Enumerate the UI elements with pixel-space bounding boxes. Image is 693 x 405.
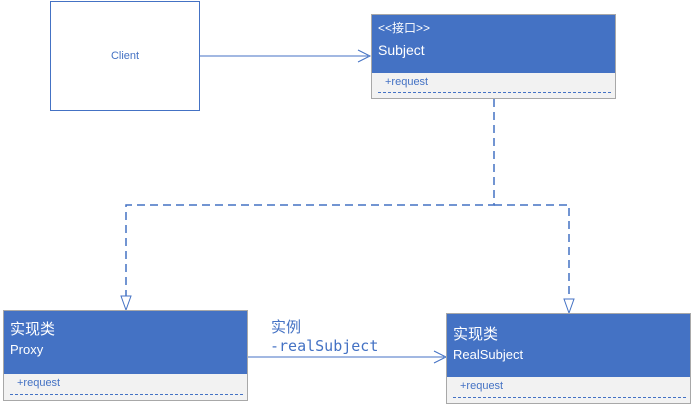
realsubject-title: 实现类 — [453, 326, 499, 343]
proxy-members: +request — [4, 372, 247, 400]
realization-trunk — [125, 99, 495, 296]
realsubject-members: +request — [447, 375, 690, 403]
subject-name: Subject — [378, 42, 425, 58]
realization-arrowhead-proxy — [120, 295, 132, 312]
proxy-header: 实现类 Proxy — [4, 311, 247, 374]
realization-arrowhead-realsubject — [563, 298, 575, 315]
client-subject-arrowhead — [357, 49, 372, 63]
subject-members-divider — [378, 92, 611, 93]
association-label: 实例 — [271, 319, 302, 336]
proxy-member-request: +request — [17, 377, 61, 389]
subject-members: +request — [372, 71, 615, 98]
association-role: -realSubject — [270, 337, 379, 355]
subject-class: <<接口>> Subject +request — [371, 14, 616, 99]
client-box: Client — [50, 1, 200, 111]
realsubject-class: 实现类 RealSubject +request — [446, 313, 691, 404]
proxy-class: 实现类 Proxy +request — [3, 310, 248, 401]
realsubject-header: 实现类 RealSubject — [447, 314, 690, 377]
subject-member-request: +request — [385, 76, 429, 88]
realsubject-members-divider — [453, 397, 686, 398]
proxy-name: Proxy — [10, 342, 44, 357]
proxy-title: 实现类 — [10, 321, 56, 338]
proxy-members-divider — [10, 394, 243, 395]
client-label: Client — [110, 50, 140, 62]
realsubject-member-request: +request — [460, 380, 504, 392]
subject-header: <<接口>> Subject — [372, 15, 615, 73]
realization-branch-realsubject — [494, 204, 570, 298]
subject-stereotype: <<接口>> — [378, 21, 431, 35]
realsubject-name: RealSubject — [453, 347, 524, 362]
